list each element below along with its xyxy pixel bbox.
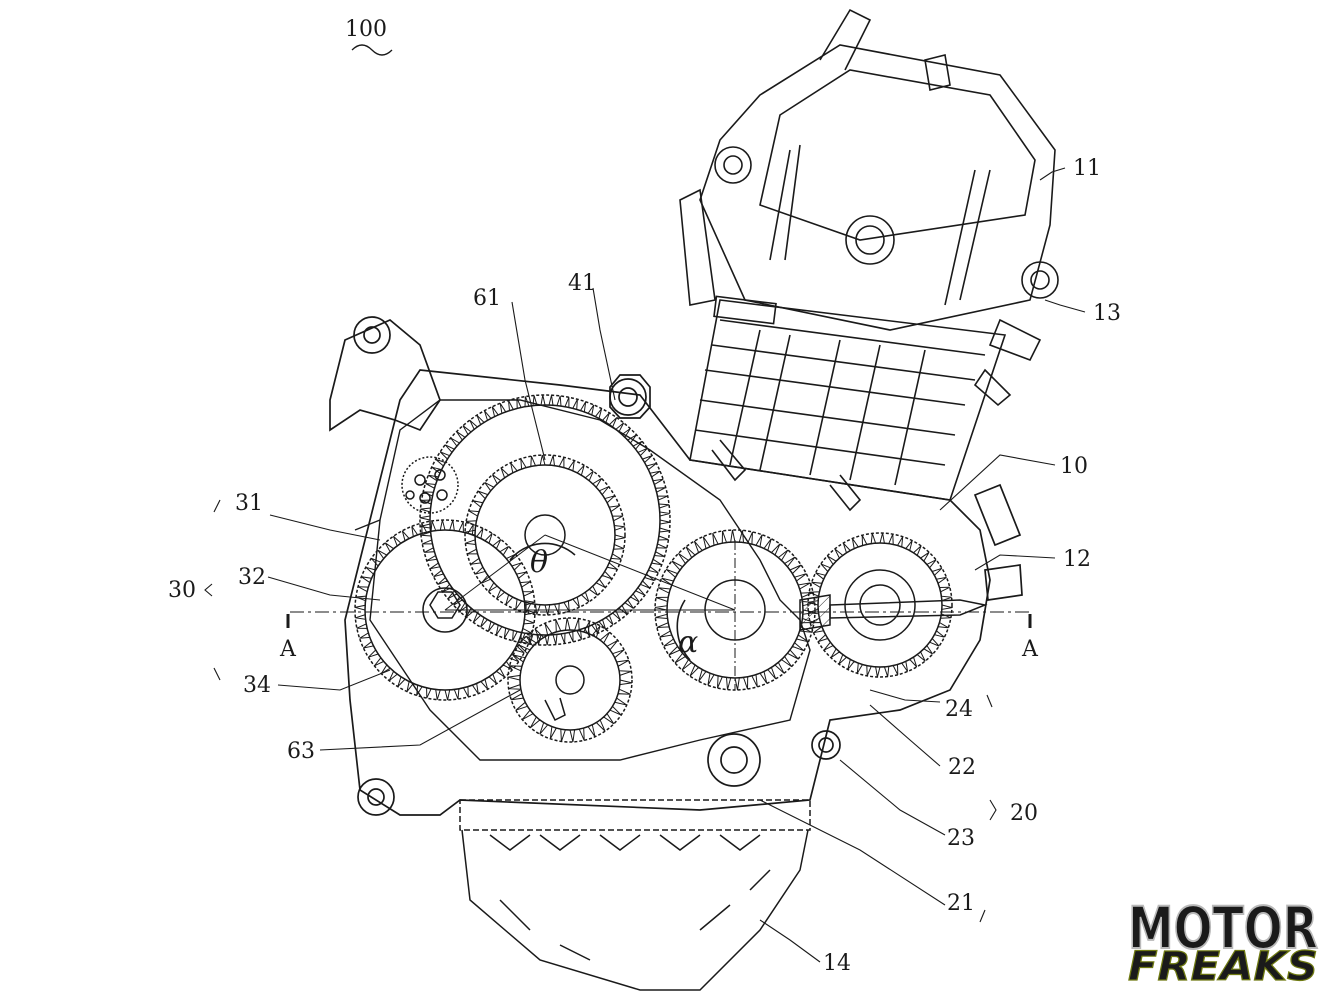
ref-24: 24 <box>945 697 973 722</box>
ref-41: 41 <box>568 271 596 296</box>
angle-arcs <box>509 542 691 661</box>
gear-teeth <box>507 617 633 743</box>
ref-10: 10 <box>1060 454 1088 479</box>
ref-11: 11 <box>1073 156 1101 181</box>
ref-23: 23 <box>947 826 975 851</box>
ref-13: 13 <box>1093 301 1121 326</box>
ref-32: 32 <box>238 565 266 590</box>
ref-31: 31 <box>235 491 263 516</box>
ref-61: 61 <box>473 286 501 311</box>
ref-12: 12 <box>1063 547 1091 572</box>
ref-63: 63 <box>287 739 315 764</box>
section-lines <box>290 534 1030 690</box>
gear-teeth <box>354 519 536 701</box>
gear-teeth <box>419 394 671 646</box>
section-mark-left: A <box>279 614 297 662</box>
gear-teeth <box>464 454 626 616</box>
group-brackets <box>204 499 997 923</box>
angle-alpha: α <box>678 625 698 660</box>
ref-21: 21 <box>947 891 975 916</box>
figure-ref-100: 100 <box>345 17 387 42</box>
gears <box>354 394 953 743</box>
oil-pan <box>459 799 811 991</box>
crankcase <box>329 316 1023 816</box>
leader-lines <box>267 167 1086 963</box>
cylinder-block <box>689 295 1007 512</box>
svg-text:A: A <box>279 637 297 662</box>
section-mark-right: A <box>1021 614 1039 662</box>
gear-cover-outline <box>354 399 811 761</box>
ref-22: 22 <box>948 755 976 780</box>
ref-14: 14 <box>823 951 851 976</box>
svg-text:A: A <box>1021 637 1039 662</box>
ref-100-squiggle <box>351 44 393 56</box>
ref-34: 34 <box>243 673 271 698</box>
watermark-motor: MOTOR <box>1128 894 1318 962</box>
angle-theta: θ <box>530 545 548 580</box>
ref-20: 20 <box>1010 801 1038 826</box>
cylinder-head <box>679 8 1059 407</box>
watermark-freaks: FREAKS <box>1128 944 1318 990</box>
ref-30: 30 <box>168 578 196 603</box>
